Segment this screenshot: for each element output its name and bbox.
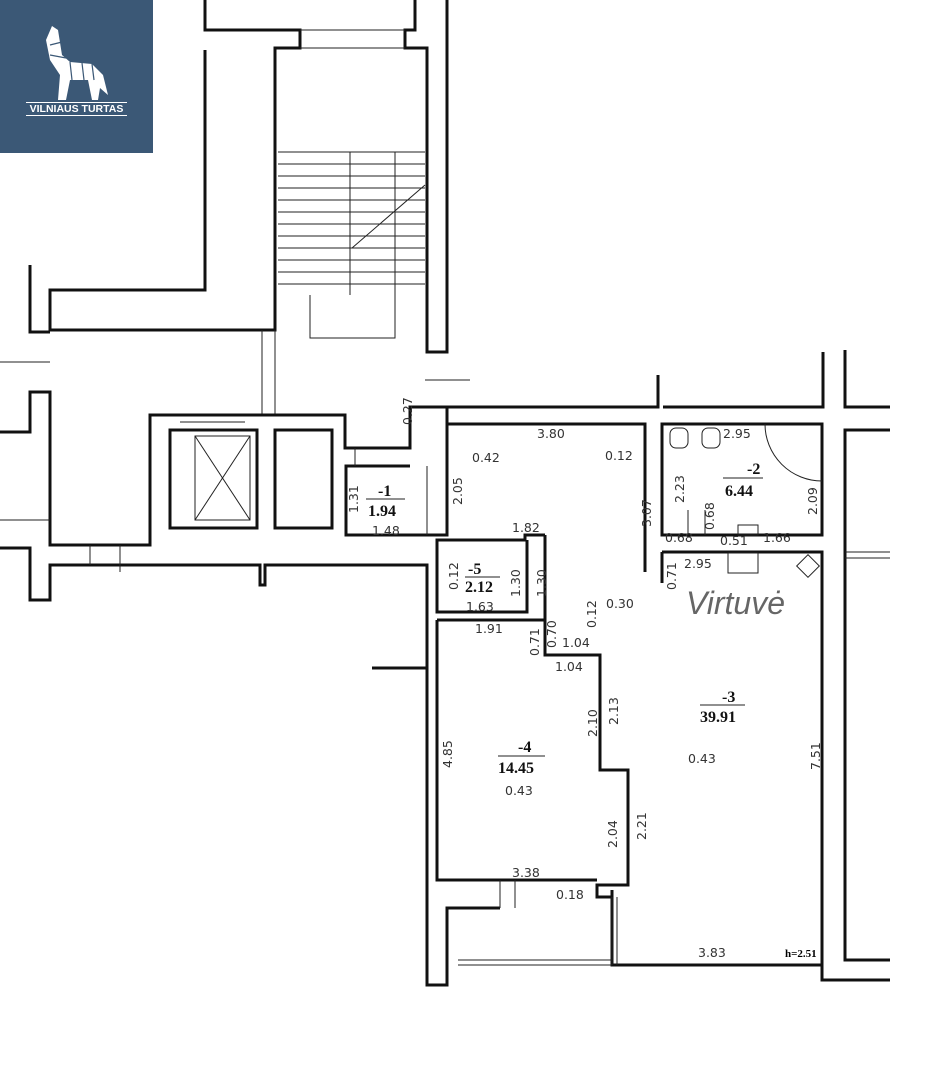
dimension-label: 0.42 — [472, 450, 500, 465]
logo-text: VILNIAUS TURTAS — [26, 102, 127, 116]
dimension-label: 0.51 — [720, 533, 748, 548]
svg-text:6.44: 6.44 — [725, 483, 753, 500]
dimension-label: 2.09 — [805, 487, 820, 515]
svg-text:-5: -5 — [468, 561, 481, 578]
dimension-label: 1.91 — [475, 621, 503, 636]
dimension-label: 0.43 — [505, 783, 533, 798]
dimension-label: 1.48 — [372, 523, 400, 538]
room-4-label: -4 14.45 — [498, 739, 545, 777]
dimension-label: 1.30 — [534, 569, 549, 597]
dimension-label: 0.30 — [606, 596, 634, 611]
stove-icon — [795, 553, 821, 579]
corridor-walls — [0, 265, 500, 987]
dimension-label: 0.68 — [665, 530, 693, 545]
dimension-labels: 0.27 3.80 0.42 0.12 2.95 1.31 2.05 2.23 3.07 2.09… — [346, 397, 823, 960]
room-3-label: -3 39.91 — [700, 689, 745, 726]
dimension-label: 3.83 — [698, 945, 726, 960]
ceiling-height: h=2.51 — [785, 948, 817, 960]
dimension-label: 0.71 — [527, 628, 542, 656]
dimension-label: 1.04 — [562, 635, 590, 650]
dimension-label: 7.51 — [808, 742, 823, 770]
door-swing — [764, 423, 823, 482]
dimension-label: 0.18 — [556, 887, 584, 902]
dimension-label: 2.10 — [585, 709, 600, 737]
dimension-label: 2.23 — [672, 475, 687, 503]
dimension-label: 2.05 — [450, 477, 465, 505]
room-name-virtuve: Virtuvė — [686, 585, 785, 621]
room-2-label: -2 6.44 — [723, 461, 763, 500]
vilniaus-turtas-logo: VILNIAUS TURTAS — [0, 0, 153, 153]
svg-text:-2: -2 — [747, 461, 760, 478]
svg-text:39.91: 39.91 — [700, 709, 736, 726]
dimension-label: 0.12 — [584, 600, 599, 628]
dimension-label: 3.07 — [639, 499, 654, 527]
dimension-label: 4.85 — [440, 740, 455, 768]
dimension-label: 0.70 — [544, 620, 559, 648]
toilet-icon — [701, 427, 721, 449]
svg-text:2.12: 2.12 — [465, 579, 493, 596]
dimension-label: 0.43 — [688, 751, 716, 766]
dimension-label: 1.31 — [346, 485, 361, 513]
sink-icon — [737, 524, 759, 536]
dimension-label: 2.21 — [634, 812, 649, 840]
dimension-label: 0.12 — [446, 562, 461, 590]
dimension-label: 0.68 — [702, 502, 717, 530]
svg-text:-3: -3 — [722, 689, 735, 706]
dimension-label: 2.95 — [684, 556, 712, 571]
stairwell — [48, 0, 449, 415]
dimension-label: 0.27 — [400, 397, 415, 425]
dimension-label: 3.80 — [537, 426, 565, 441]
dimension-label: 2.13 — [606, 697, 621, 725]
wolf-logo-icon — [46, 26, 108, 100]
apartment-walls — [344, 350, 890, 982]
dimension-label: 1.04 — [555, 659, 583, 674]
svg-text:-4: -4 — [518, 739, 531, 756]
dimension-label: 1.66 — [763, 530, 791, 545]
sink-icon — [727, 552, 759, 574]
svg-text:14.45: 14.45 — [498, 760, 534, 777]
room-1-label: -1 1.94 — [366, 483, 405, 520]
dimension-label: 1.63 — [466, 599, 494, 614]
dimension-label: 0.12 — [605, 448, 633, 463]
dimension-label: 0.71 — [664, 562, 679, 590]
dimension-label: 1.82 — [512, 520, 540, 535]
dimension-label: 2.95 — [723, 426, 751, 441]
svg-text:-1: -1 — [378, 483, 391, 500]
dimension-label: 1.30 — [508, 569, 523, 597]
room-5-label: -52.12 — [465, 561, 500, 596]
dimension-label: 2.04 — [605, 820, 620, 848]
dimension-label: 3.38 — [512, 865, 540, 880]
toilet-icon — [669, 427, 689, 449]
svg-text:1.94: 1.94 — [368, 503, 396, 520]
